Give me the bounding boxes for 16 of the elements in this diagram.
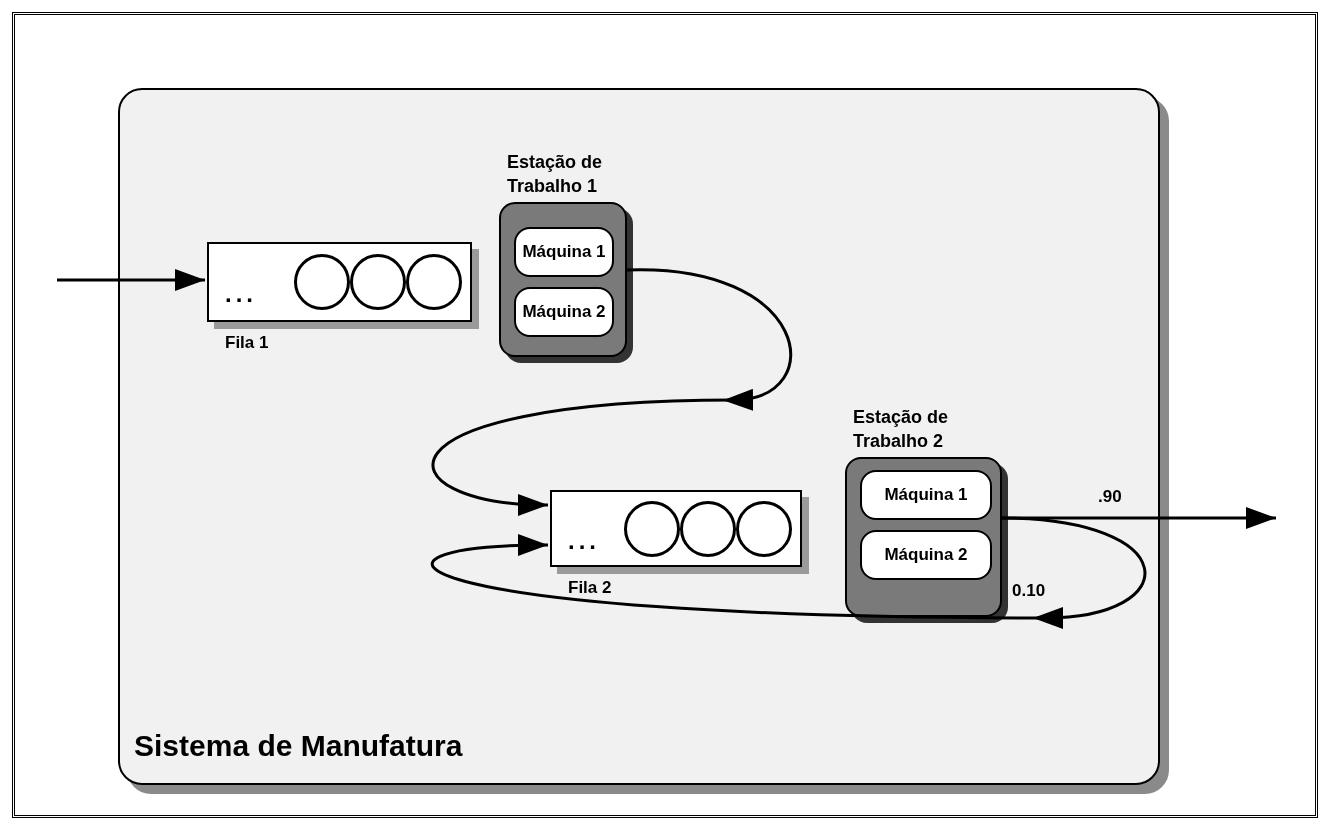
arrow: [431, 268, 793, 516]
machine-box: Máquina 2: [514, 287, 614, 337]
edge-label: .90: [1098, 488, 1122, 505]
machine-box: Máquina 1: [860, 470, 992, 520]
queue-dots: ...: [225, 282, 257, 306]
queue-label: Fila 1: [225, 332, 269, 354]
machine-box: Máquina 1: [514, 227, 614, 277]
machine-box: Máquina 2: [860, 530, 992, 580]
arrow: [57, 269, 205, 291]
station-title: Estação de Trabalho 1: [507, 151, 604, 198]
arrow: [430, 516, 1147, 629]
queue-dots: ...: [568, 528, 600, 553]
system-title: Sistema de Manufatura: [134, 731, 463, 761]
queue-label: Fila 2: [568, 577, 612, 599]
edge-label: 0.10: [1012, 582, 1046, 599]
station-title: Estação de Trabalho 2: [853, 406, 950, 453]
